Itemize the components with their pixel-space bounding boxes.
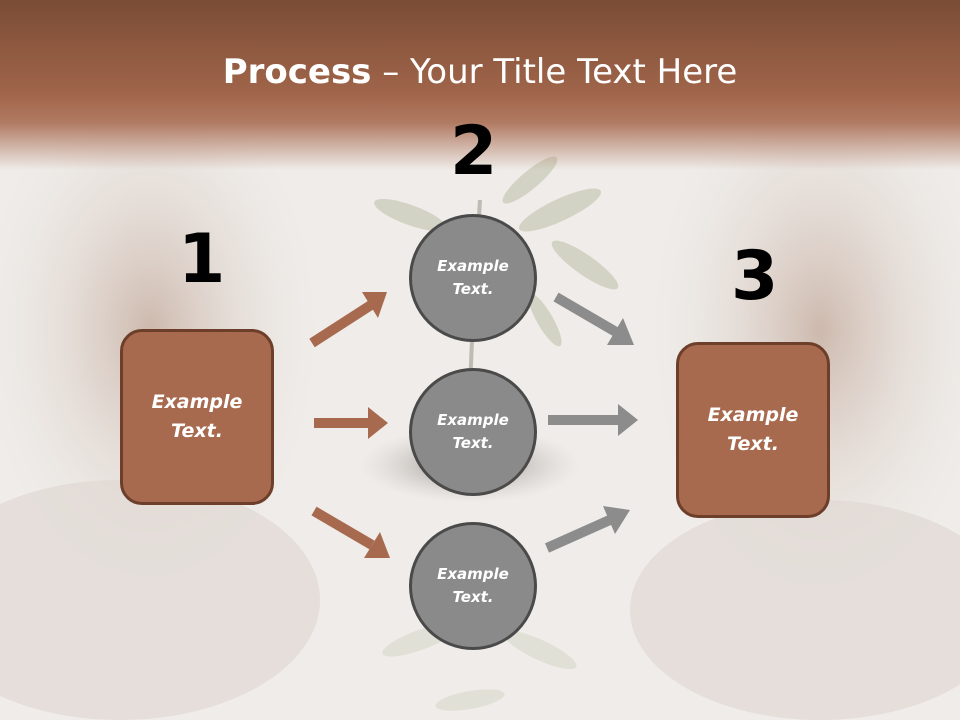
- arrow-top-to-right: [553, 292, 634, 345]
- circle-bottom: Example Text.: [409, 522, 537, 650]
- circle-middle: Example Text.: [409, 368, 537, 496]
- circle-top-label: Example Text.: [437, 257, 509, 298]
- arrow-left-to-middle: [314, 407, 388, 439]
- right-box-label: Example Text.: [707, 404, 799, 455]
- slide-title: Process – Your Title Text Here: [0, 52, 960, 92]
- arrow-left-to-top: [309, 292, 387, 348]
- title-rest: – Your Title Text Here: [371, 52, 738, 92]
- title-bold: Process: [222, 52, 372, 92]
- circle-bottom-label: Example Text.: [437, 565, 509, 606]
- arrow-bottom-to-right: [544, 506, 630, 553]
- arrow-middle-to-right: [548, 404, 638, 436]
- left-box-label: Example Text.: [151, 391, 243, 442]
- arrow-left-to-bottom: [311, 506, 390, 558]
- header-band: [0, 0, 960, 170]
- right-box: Example Text.: [676, 342, 830, 518]
- circle-middle-label: Example Text.: [437, 411, 509, 452]
- step-number-3: 3: [731, 237, 779, 316]
- step-number-2: 2: [450, 112, 498, 191]
- left-box: Example Text.: [120, 329, 274, 505]
- step-number-1: 1: [178, 220, 226, 299]
- circle-top: Example Text.: [409, 214, 537, 342]
